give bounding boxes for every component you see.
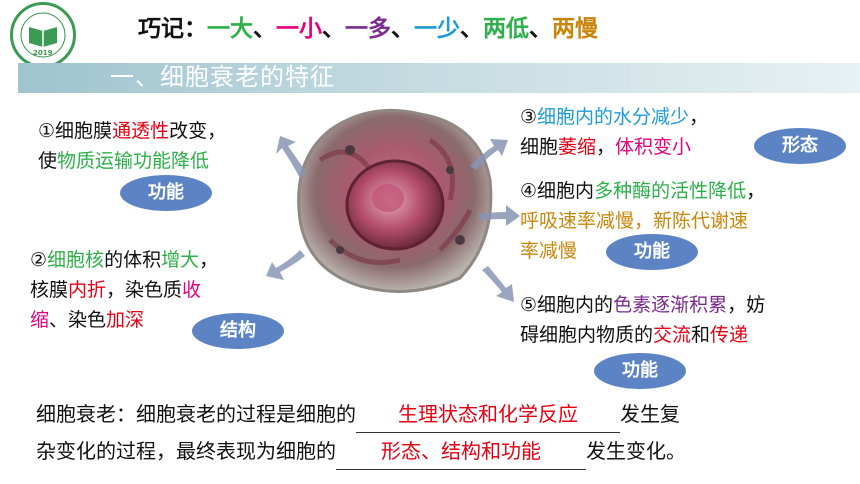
feature-text: 、染色 xyxy=(49,309,107,331)
feature-keyword: 收 xyxy=(182,279,202,301)
category-tag-morphology: 形态 xyxy=(754,128,846,164)
feature-keyword: 传递 xyxy=(710,324,749,346)
aging-cell-illustration xyxy=(297,108,493,293)
arrow-icon xyxy=(478,205,520,226)
feature-keyword: 细胞内的水分减少 xyxy=(537,106,690,128)
mnemonic-item: 一多 xyxy=(345,16,391,42)
feature-3: ③细胞内的水分减少， 细胞萎缩，体积变小 xyxy=(520,102,708,162)
feature-5: ⑤细胞内的色素逐渐积累，妨 碍细胞内物质的交流和传递 xyxy=(520,290,765,350)
feature-text: 使 xyxy=(38,150,58,172)
mnemonic-sep: 、 xyxy=(391,16,414,42)
feature-text: 改变， xyxy=(169,120,227,142)
feature-keyword: 交流 xyxy=(653,324,692,346)
mnemonic-sep: 、 xyxy=(529,16,552,42)
feature-keyword: 多种酶的活性降低 xyxy=(594,180,747,202)
feature-text: ， xyxy=(199,249,219,271)
feature-1: ①细胞膜通透性改变， 使物质运输功能降低 xyxy=(38,116,226,176)
mnemonic-sep: 、 xyxy=(322,16,345,42)
mnemonic-item: 一大 xyxy=(207,16,253,42)
section-banner xyxy=(18,63,860,93)
feature-text: 和 xyxy=(691,324,711,346)
feature-keyword: 增大 xyxy=(161,249,200,271)
mnemonic-prefix: 巧记： xyxy=(138,16,207,42)
feature-keyword: 色素逐渐积累 xyxy=(613,294,728,316)
summary-answer: 形态、结构和功能 xyxy=(336,433,586,470)
summary: 细胞衰老：细胞衰老的过程是细胞的生理状态和化学反应发生复 杂变化的过程，最终表现… xyxy=(36,396,686,470)
category-tag-function: 功能 xyxy=(120,175,212,211)
summary-text: 发生变化。 xyxy=(586,439,686,463)
feature-keyword: 缩 xyxy=(30,309,50,331)
mnemonic-item: 一小 xyxy=(276,16,322,42)
feature-text: 细胞 xyxy=(520,136,559,158)
mnemonic-item: 两低 xyxy=(483,16,529,42)
category-tag-structure: 结构 xyxy=(192,313,284,349)
feature-text: ， xyxy=(596,136,616,158)
feature-text: 细胞膜 xyxy=(55,120,113,142)
feature-text: 核膜 xyxy=(30,279,69,301)
feature-keyword: 加深 xyxy=(106,309,145,331)
feature-number: ② xyxy=(30,249,48,271)
feature-text: ， xyxy=(746,180,766,202)
feature-keyword: 物质运输功能降低 xyxy=(57,150,210,172)
arrow-icon xyxy=(266,250,305,280)
feature-keyword: 体积变小 xyxy=(615,136,692,158)
feature-text: 的体积 xyxy=(104,249,162,271)
mnemonic-item: 一少 xyxy=(414,16,460,42)
feature-keyword: 萎缩 xyxy=(558,136,597,158)
logo-year: 2019 xyxy=(33,49,53,57)
feature-number: ① xyxy=(38,120,56,142)
feature-2: ②细胞核的体积增大， 核膜内折，染色质收 缩、染色加深 xyxy=(30,245,218,335)
summary-text: 杂变化的过程，最终表现为细胞的 xyxy=(36,439,336,463)
feature-keyword: 通透性 xyxy=(112,120,170,142)
mnemonic-sep: 、 xyxy=(460,16,483,42)
feature-number: ③ xyxy=(520,106,538,128)
arrow-icon xyxy=(470,139,508,170)
feature-4: ④细胞内多种酶的活性降低， 呼吸速率减慢，新陈代谢速 率减慢 xyxy=(520,176,765,266)
category-tag-function: 功能 xyxy=(594,353,686,389)
summary-text: 细胞衰老：细胞衰老的过程是细胞的 xyxy=(36,402,356,426)
feature-text: 细胞内 xyxy=(537,180,595,202)
feature-text: ，染色质 xyxy=(106,279,183,301)
arrow-icon xyxy=(276,136,306,178)
section-title: 一、细胞衰老的特征 xyxy=(110,63,335,91)
feature-keyword: 率减慢 xyxy=(520,240,578,262)
summary-text: 发生复 xyxy=(620,402,680,426)
mnemonic-sep: 、 xyxy=(253,16,276,42)
feature-number: ④ xyxy=(520,180,538,202)
feature-number: ⑤ xyxy=(520,294,538,316)
feature-text: 碍细胞内物质的 xyxy=(520,324,654,346)
feature-text: ， xyxy=(689,106,709,128)
feature-text: ，妨 xyxy=(727,294,766,316)
feature-keyword: 细胞核 xyxy=(47,249,105,271)
summary-answer: 生理状态和化学反应 xyxy=(356,396,620,433)
book-emblem-icon xyxy=(20,12,66,58)
feature-keyword: 呼吸速率减慢，新陈代谢速 xyxy=(520,210,749,232)
school-logo: 2019 xyxy=(10,2,76,68)
category-tag-function: 功能 xyxy=(606,234,698,270)
feature-text: 细胞内的 xyxy=(537,294,614,316)
mnemonic-line: 巧记：一大、一小、一多、一少、两低、两慢 xyxy=(138,12,598,46)
arrow-icon xyxy=(482,266,514,302)
mnemonic-item: 两慢 xyxy=(552,16,598,42)
feature-keyword: 内折 xyxy=(68,279,107,301)
